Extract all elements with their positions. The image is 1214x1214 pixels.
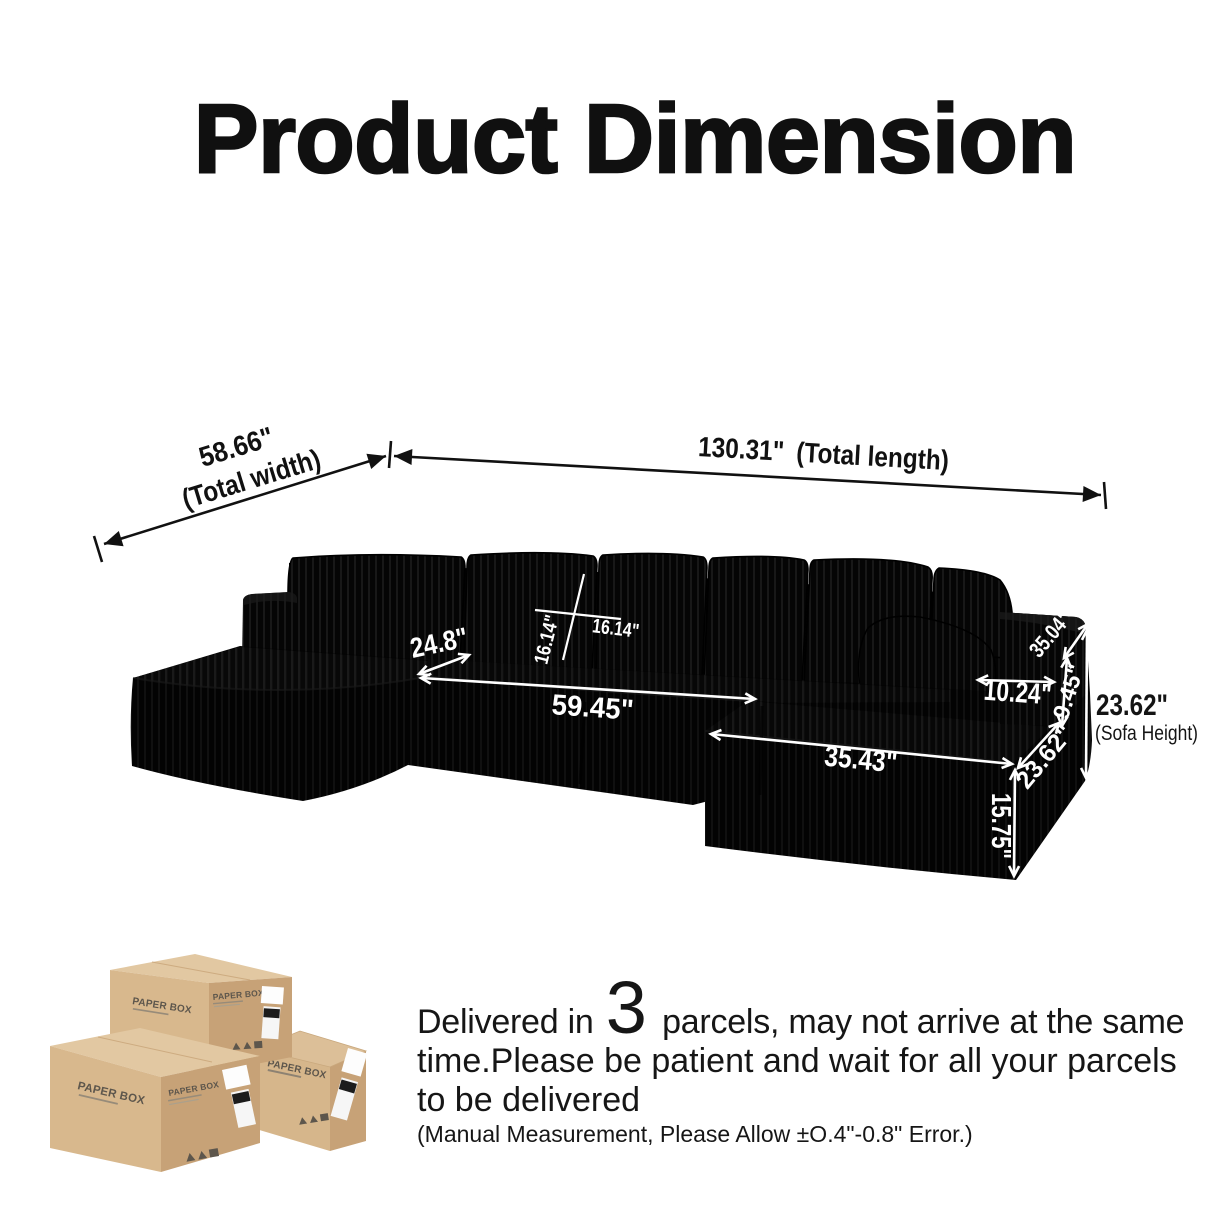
svg-text:130.31" (Total length): 130.31" (Total length) xyxy=(697,431,949,476)
svg-text:PAPER BOX: PAPER BOX xyxy=(212,988,264,1002)
svg-text:23.62": 23.62" xyxy=(1096,689,1168,722)
svg-text:(Sofa Height): (Sofa Height) xyxy=(1095,722,1198,745)
svg-text:59.45": 59.45" xyxy=(551,689,635,727)
svg-text:15.75": 15.75" xyxy=(986,793,1017,859)
svg-text:35.43": 35.43" xyxy=(823,741,899,780)
svg-text:10.24": 10.24" xyxy=(983,675,1053,712)
